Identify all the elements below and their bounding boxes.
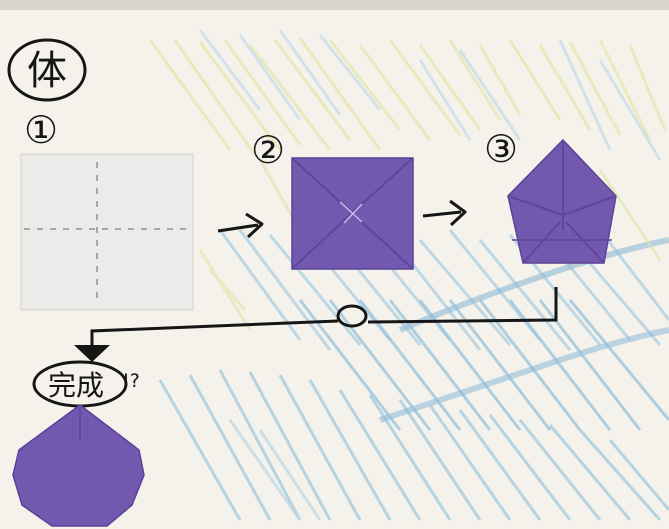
step-1-number: ①	[24, 108, 58, 152]
step-2-folded-square	[292, 158, 413, 269]
step-2-number: ②	[251, 128, 285, 172]
finish-label: 完成	[48, 369, 104, 402]
step-1-paper-square	[21, 154, 193, 310]
top-edge-shadow	[0, 0, 669, 10]
finish-mark: !?	[122, 370, 140, 392]
title-text: 体	[27, 48, 67, 94]
step-3-number: ③	[484, 127, 518, 171]
